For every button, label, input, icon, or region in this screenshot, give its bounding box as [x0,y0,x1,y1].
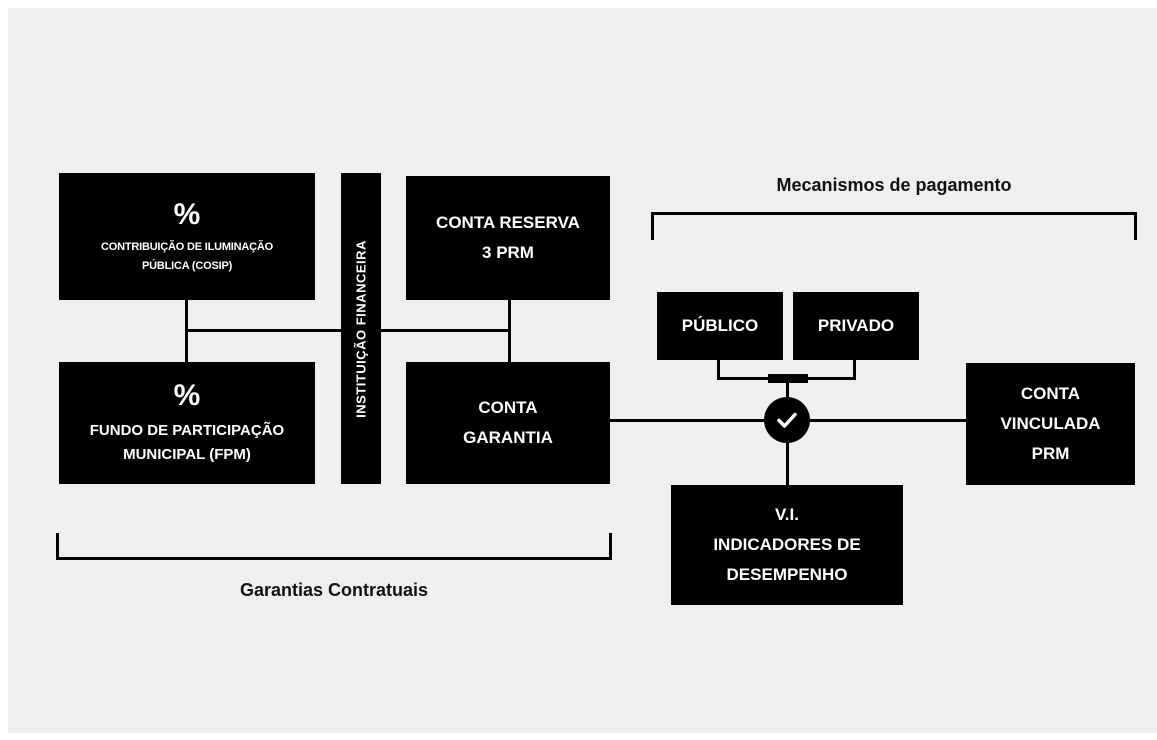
box-conta-garantia: CONTA GARANTIA [406,362,610,484]
connector-privado-down [853,360,856,379]
connector-reserva-garantia [508,300,511,362]
connector-junction-bar [768,374,808,383]
conta-garantia-line1: CONTA [478,398,538,417]
privado-label: PRIVADO [817,316,895,335]
percent-symbol-cosip: % [173,197,201,231]
bracket-mecanismos-right [1134,212,1137,240]
connector-bar-check [786,380,789,400]
cosip-label-line2: PÚBLICA (COSIP) [141,259,233,272]
junction-check [764,397,810,443]
box-conta-reserva: CONTA RESERVA 3 PRM [406,176,610,300]
bracket-garantias-bottom [56,557,612,560]
box-privado: PRIVADO [793,292,919,360]
conta-garantia-line2: GARANTIA [463,428,553,447]
diagram-canvas: % CONTRIBUIÇÃO DE ILUMINAÇÃO PÚBLICA (CO… [8,8,1157,733]
box-cosip: % CONTRIBUIÇÃO DE ILUMINAÇÃO PÚBLICA (CO… [59,173,315,300]
conta-vinculada-line3: PRM [1031,444,1070,463]
vi-line1: V.I. [775,505,799,524]
box-conta-vinculada: CONTA VINCULADA PRM [966,363,1135,485]
vi-line2: INDICADORES DE [713,535,861,554]
bracket-mecanismos-left [651,212,654,240]
cosip-label-line1: CONTRIBUIÇÃO DE ILUMINAÇÃO [100,240,273,253]
publico-label: PÚBLICO [681,316,759,335]
connector-publico-down [717,360,720,379]
instituicao-financeira-label: INSTITUIÇÃO FINANCEIRA [353,239,369,418]
box-instituicao-financeira: INSTITUIÇÃO FINANCEIRA [341,173,381,484]
bracket-mecanismos-top [651,212,1137,215]
conta-vinculada-line2: VINCULADA [1000,414,1101,433]
fpm-label-line1: FUNDO DE PARTICIPAÇÃO [89,422,285,439]
box-indicadores-desempenho: V.I. INDICADORES DE DESEMPENHO [671,485,903,605]
percent-symbol-fpm: % [173,379,201,412]
conta-reserva-line1: CONTA RESERVA [436,213,580,232]
conta-reserva-line2: 3 PRM [482,243,534,262]
check-icon [777,412,797,428]
box-publico: PÚBLICO [657,292,783,360]
connector-check-vi [786,438,789,485]
box-fpm: % FUNDO DE PARTICIPAÇÃO MUNICIPAL (FPM) [59,362,315,484]
fpm-label-line2: MUNICIPAL (FPM) [123,446,251,463]
vi-line3: DESEMPENHO [726,565,848,584]
conta-vinculada-line1: CONTA [1020,384,1081,403]
caption-mecanismos-de-pagamento: Mecanismos de pagamento [776,175,1012,195]
bracket-garantias-right [609,533,612,560]
caption-garantias-contratuais: Garantias Contratuais [239,580,429,600]
bracket-garantias-left [56,533,59,560]
